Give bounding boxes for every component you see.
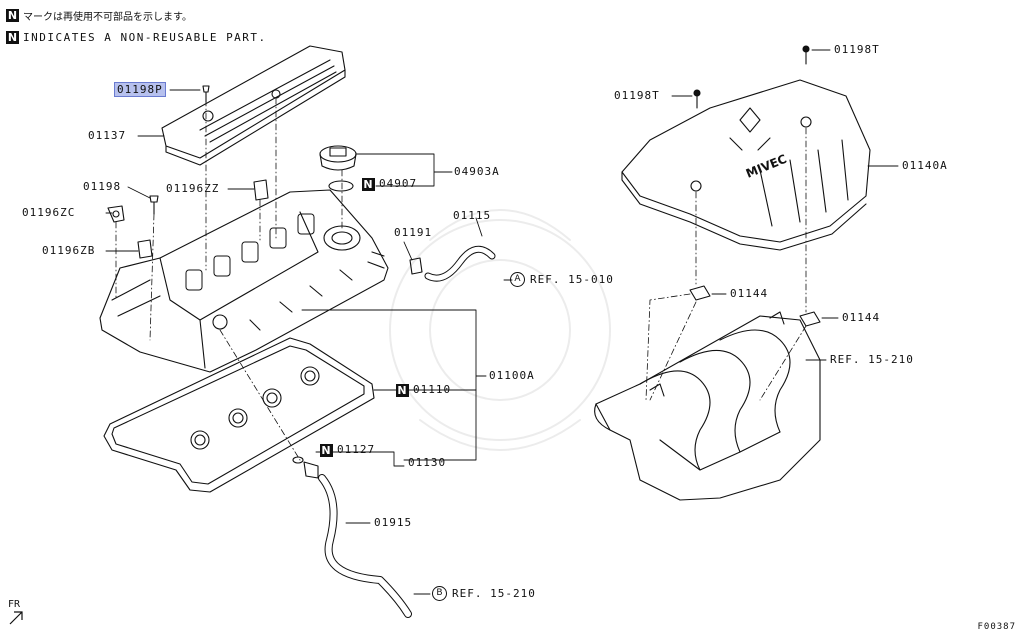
label-04907-text: 04907 <box>379 177 418 190</box>
label-01198T-a[interactable]: 01198T <box>614 89 660 102</box>
legend-jp: N マークは再使用不可部品を示します。 <box>6 8 192 23</box>
o-ring-01127 <box>292 456 304 464</box>
pcv-fitting-01130 <box>303 461 319 479</box>
diagram-code: F00387 <box>977 622 1016 632</box>
label-01100A[interactable]: 01100A <box>489 369 535 382</box>
alignment-lines <box>115 97 807 461</box>
label-ref-15-210[interactable]: REF. 15-210 <box>830 353 914 366</box>
legend-en-text: INDICATES A NON-REUSABLE PART. <box>23 31 267 44</box>
front-arrow-icon <box>9 611 23 625</box>
watermark <box>389 209 611 451</box>
non-reusable-marker: N <box>320 443 333 457</box>
label-ref-15-010[interactable]: REF. 15-010 <box>530 273 614 286</box>
label-01144-a[interactable]: 01144 <box>730 287 769 300</box>
bolt-01198T-b <box>802 45 810 65</box>
front-indicator: FR <box>8 599 26 629</box>
label-01196ZZ[interactable]: 01196ZZ <box>166 182 220 195</box>
top-cover-plate <box>161 45 346 166</box>
engine-cover-01140A <box>621 79 871 251</box>
label-01198[interactable]: 01198 <box>83 180 122 193</box>
label-01191[interactable]: 01191 <box>394 226 433 239</box>
intake-manifold <box>594 311 821 501</box>
label-01115[interactable]: 01115 <box>453 209 492 222</box>
clip-01196ZZ <box>253 179 269 201</box>
non-reusable-marker: N <box>396 383 409 397</box>
legend-jp-text: マークは再使用不可部品を示します。 <box>23 12 192 23</box>
label-01130[interactable]: 01130 <box>408 456 447 469</box>
oil-filler-cap <box>319 145 357 171</box>
non-reusable-marker: N <box>6 31 19 44</box>
label-04907[interactable]: N 04907 <box>362 177 417 191</box>
grommet-01191 <box>409 257 423 275</box>
filler-cap-gasket <box>328 180 354 192</box>
label-01127-text: 01127 <box>337 443 376 456</box>
label-01198P[interactable]: 01198P <box>114 82 166 97</box>
bolt-01198 <box>149 195 159 215</box>
label-01198T-b[interactable]: 01198T <box>834 43 880 56</box>
bolt-01198T-a <box>693 89 701 109</box>
label-04903A[interactable]: 04903A <box>454 165 500 178</box>
non-reusable-marker: N <box>362 177 375 191</box>
grommet-01144-b <box>799 311 821 327</box>
grommet-01144-a <box>689 285 711 301</box>
label-01110[interactable]: N 01110 <box>396 383 451 397</box>
valve-cover <box>99 189 389 373</box>
label-01110-text: 01110 <box>413 383 452 396</box>
ref-b-circle: B <box>432 586 447 601</box>
label-01915[interactable]: 01915 <box>374 516 413 529</box>
label-01196ZB[interactable]: 01196ZB <box>42 244 96 257</box>
clip-01196ZB <box>137 239 153 259</box>
label-ref-15-210-b[interactable]: REF. 15-210 <box>452 587 536 600</box>
label-01140A[interactable]: 01140A <box>902 159 948 172</box>
non-reusable-marker: N <box>6 9 19 22</box>
label-01127[interactable]: N 01127 <box>320 443 375 457</box>
leader-lines <box>105 49 899 595</box>
ref-a-circle: A <box>510 272 525 287</box>
label-01137[interactable]: 01137 <box>88 129 127 142</box>
front-label: FR <box>8 599 21 610</box>
clip-01196ZC <box>107 205 125 223</box>
label-01144-b[interactable]: 01144 <box>842 311 881 324</box>
cover-logo: MIVEC <box>744 152 789 181</box>
label-01196ZC[interactable]: 01196ZC <box>22 206 76 219</box>
valve-cover-gasket <box>103 337 375 493</box>
legend-en: N INDICATES A NON-REUSABLE PART. <box>6 31 267 44</box>
